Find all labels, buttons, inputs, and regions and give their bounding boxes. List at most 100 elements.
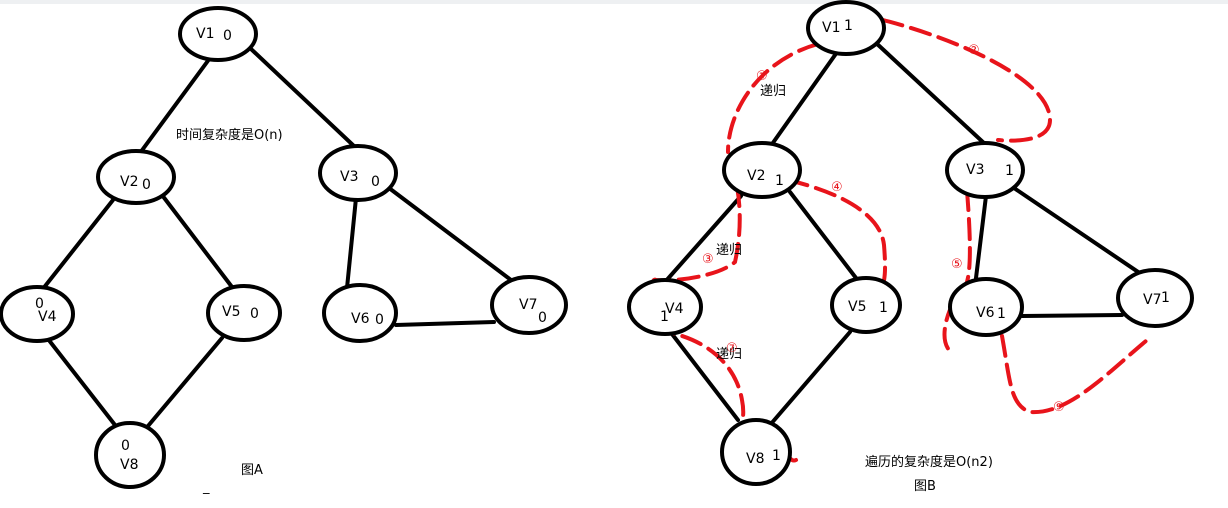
step-mark-7: ⑦: [726, 341, 738, 356]
node-a-v5: V5 0: [206, 284, 282, 342]
node-b-v4-shape: [627, 278, 703, 336]
node-b-v5-label: V5: [848, 299, 866, 315]
node-a-v4-shape: [0, 285, 75, 343]
edge-a-v1-v2: [138, 56, 212, 155]
node-a-v6-value: 0: [375, 312, 384, 328]
node-a-v8: 0 V8: [94, 421, 166, 489]
node-a-v2: V2 0: [96, 149, 176, 205]
edge-a-v1-v3: [248, 46, 357, 149]
node-b-v8: V8 1: [720, 418, 792, 486]
step-mark-5: ⑤: [951, 257, 963, 272]
node-b-v4-value: 1: [660, 309, 669, 325]
node-a-v5-shape: [206, 284, 282, 342]
node-a-v3-label: V3: [340, 169, 358, 185]
node-b-v6-label: V6: [976, 305, 995, 321]
node-a-v1-shape: [178, 6, 258, 62]
node-a-v2-label: V2: [120, 174, 138, 190]
node-b-v2-value: 1: [775, 173, 784, 189]
figure-b-caption: 图B: [914, 479, 936, 494]
node-a-v6-label: V6: [351, 311, 370, 327]
node-b-v5-shape: [830, 276, 902, 334]
figure-b-complexity-note: 遍历的复杂度是O(n2): [865, 454, 993, 470]
figure-a-cursor-mark: _: [202, 480, 210, 495]
edge-b-v1-v2: [768, 46, 842, 149]
edge-a-v5-v8: [146, 336, 224, 428]
step-mark-3: ③: [702, 252, 714, 267]
edge-b-v3-v7: [1012, 186, 1152, 282]
node-b-v1-label: V1: [822, 20, 840, 36]
trace-b-1: [726, 42, 820, 154]
node-b-v1-shape: [806, 0, 886, 56]
node-b-v8-shape: [720, 418, 792, 486]
node-b-v7-label: V7: [1143, 292, 1161, 308]
node-a-v2-shape: [96, 149, 176, 205]
node-a-v1-label: V1: [196, 26, 214, 42]
trace-b-2: [881, 18, 1053, 143]
node-b-v3: V3 1: [945, 141, 1025, 199]
node-a-v3: V3 0: [318, 144, 398, 202]
node-b-v6-shape: [948, 277, 1024, 337]
edge-a-v2-v5: [160, 193, 234, 289]
node-b-v3-label: V3: [966, 162, 984, 178]
node-a-v3-shape: [318, 144, 398, 202]
node-b-v5-value: 1: [879, 300, 888, 316]
trace-b-9: [1000, 334, 1154, 415]
node-b-v4-label: V4: [665, 301, 684, 317]
node-a-v8-label: V8: [120, 457, 138, 473]
window-top-strip: [0, 0, 1228, 4]
edge-b-v5-v8: [768, 330, 852, 427]
node-a-v8-value: 0: [121, 438, 130, 454]
figure-a-complexity-note: 时间复杂度是O(n): [176, 127, 283, 143]
step-mark-4: ④: [831, 180, 843, 195]
edge-a-v4-v8: [46, 337, 117, 427]
recursion-label-1: 递归: [760, 84, 786, 99]
node-a-v7: V7 0: [490, 275, 568, 335]
node-b-v3-shape: [945, 141, 1025, 199]
node-b-v6: V6 1: [948, 277, 1024, 337]
recursion-label-3: 递归: [716, 347, 742, 362]
node-a-v6: V6 0: [322, 283, 398, 343]
node-b-v1-value: 1: [844, 18, 853, 34]
trace-b-4: [786, 178, 887, 294]
node-a-v5-value: 0: [250, 306, 259, 322]
node-a-v8-shape: [94, 421, 166, 489]
node-b-v7: V7 1: [1116, 268, 1194, 328]
node-b-v1: V1 1: [806, 0, 886, 56]
recursion-label-2: 递归: [716, 243, 742, 258]
node-a-v7-label: V7: [519, 297, 537, 313]
node-a-v3-value: 0: [371, 174, 380, 190]
node-b-v8-value: 1: [772, 448, 781, 464]
node-b-v2-shape: [722, 141, 802, 199]
figure-a: V1 0 V2 0 V3 0 0 V4 V5 0 V6 0: [0, 6, 568, 495]
node-a-v7-shape: [490, 275, 568, 335]
edge-a-v3-v6: [345, 196, 358, 290]
step-mark-9: ⑨: [1053, 400, 1065, 415]
node-b-v5: V5 1: [830, 276, 902, 334]
node-b-v7-value: 1: [1161, 290, 1170, 306]
node-b-v2-label: V2: [747, 168, 765, 184]
node-b-v3-value: 1: [1005, 163, 1014, 179]
edge-b-v6-v7: [1020, 313, 1124, 318]
edge-b-v4-v8: [670, 332, 740, 422]
edge-a-v3-v7: [387, 186, 517, 285]
node-a-v5-label: V5: [222, 304, 240, 320]
node-b-v8-label: V8: [746, 451, 764, 467]
edge-b-v3-v6: [974, 194, 988, 280]
edge-a-v6-v7: [394, 320, 496, 327]
node-b-v7-shape: [1116, 268, 1194, 328]
node-a-v1-value: 0: [223, 28, 232, 44]
node-a-v6-shape: [322, 283, 398, 343]
node-a-v4-label: V4: [38, 309, 57, 325]
step-mark-1: ①: [756, 69, 768, 84]
edge-b-v2-v4: [663, 194, 743, 284]
figure-b: V1 1 V2 1 V3 1 V4 1 V5 1 V6 1: [627, 0, 1194, 494]
edge-b-v1-v3: [873, 40, 987, 146]
edge-a-v2-v4: [40, 198, 115, 292]
node-a-v7-value: 0: [538, 310, 547, 326]
node-a-v4-value: 0: [35, 296, 44, 312]
node-b-v4: V4 1: [627, 278, 703, 336]
node-b-v6-value: 1: [997, 306, 1006, 322]
node-b-v2: V2 1: [722, 141, 802, 199]
node-a-v2-value: 0: [142, 177, 151, 193]
